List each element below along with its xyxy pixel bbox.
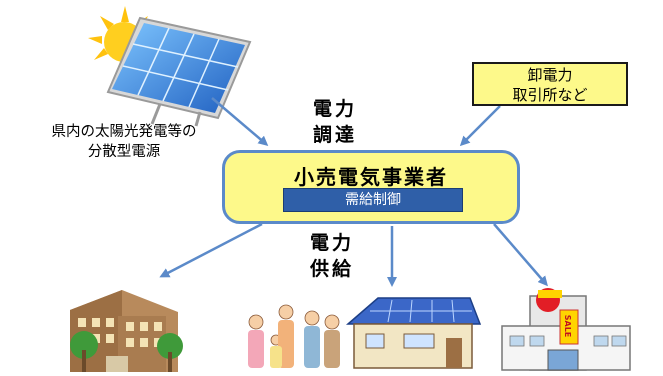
exchange-box-line1: 卸電力 xyxy=(527,66,573,84)
retailer-title: 小売電気事業者 xyxy=(294,165,448,189)
supply-label: 電力 供給 xyxy=(292,230,372,282)
arrow-solar-to-retailer xyxy=(211,97,269,146)
arrow-exchange-to-retailer xyxy=(459,105,501,147)
retailer-box: 小売電気事業者 需給制御 xyxy=(222,150,520,224)
solar-source-label-line1: 県内の太陽光発電等の xyxy=(51,124,197,140)
arrow-retailer-to-store xyxy=(493,223,548,287)
office-building-icon xyxy=(70,290,183,372)
house-icon xyxy=(345,297,482,369)
wholesale-exchange-box: 卸電力 取引所など xyxy=(472,62,628,106)
procurement-label-line2: 調達 xyxy=(312,124,357,146)
solar-source-label: 県内の太陽光発電等の 分散型電源 xyxy=(4,122,244,162)
supply-label-line1: 電力 xyxy=(309,232,354,254)
solar-source-label-line2: 分散型電源 xyxy=(87,144,161,160)
solar-panel-icon xyxy=(106,16,252,127)
procurement-label-line1: 電力 xyxy=(312,98,357,120)
procurement-label: 電力 調達 xyxy=(300,96,370,148)
exchange-box-line2: 取引所など xyxy=(512,86,588,104)
family-icon xyxy=(248,304,340,368)
supply-demand-control-bar: 需給制御 xyxy=(283,188,463,212)
store-icon xyxy=(501,288,631,371)
arrow-retailer-to-office xyxy=(159,222,263,278)
supply-label-line2: 供給 xyxy=(309,258,354,280)
